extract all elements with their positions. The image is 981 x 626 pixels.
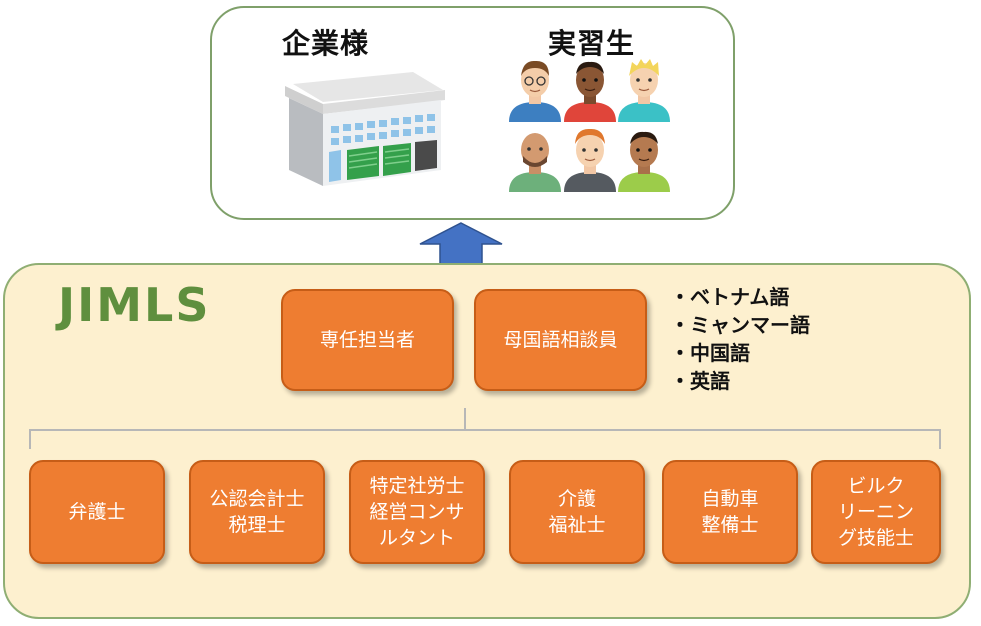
- person-icon: [509, 133, 561, 192]
- person-icon: [618, 131, 670, 192]
- connector-line: [29, 429, 31, 449]
- specialist-box: 特定社労士 経営コンサ ルタント: [349, 460, 485, 564]
- specialist-box: 公認会計士 税理士: [189, 460, 325, 564]
- language-item: ・英語: [670, 369, 730, 393]
- connector-line: [939, 429, 941, 449]
- trainee-label: 実習生: [548, 27, 636, 60]
- specialist-box: ビルク リーニン グ技能士: [811, 460, 941, 564]
- specialist-box: 自動車 整備士: [662, 460, 798, 564]
- person-icon: [509, 60, 561, 122]
- language-item: ・ミャンマー語: [670, 313, 810, 337]
- person-icon: [564, 61, 616, 122]
- connector-line: [29, 429, 940, 431]
- person-icon: [618, 59, 670, 122]
- connector-line: [464, 408, 466, 430]
- native-language-counselor-box: 母国語相談員: [474, 289, 647, 391]
- language-list: ・ベトナム語 ・ミャンマー語 ・中国語 ・英語: [670, 283, 810, 395]
- dedicated-staff-box: 専任担当者: [281, 289, 454, 391]
- person-icon: [564, 128, 616, 192]
- up-arrow-icon: [419, 222, 503, 266]
- language-item: ・中国語: [670, 341, 750, 365]
- specialist-box: 介護 福祉士: [509, 460, 645, 564]
- company-label: 企業様: [282, 27, 370, 60]
- language-item: ・ベトナム語: [670, 285, 790, 309]
- organization-title: JIMLS: [58, 278, 211, 332]
- building-icon: [285, 72, 445, 186]
- specialist-box: 弁護士: [29, 460, 165, 564]
